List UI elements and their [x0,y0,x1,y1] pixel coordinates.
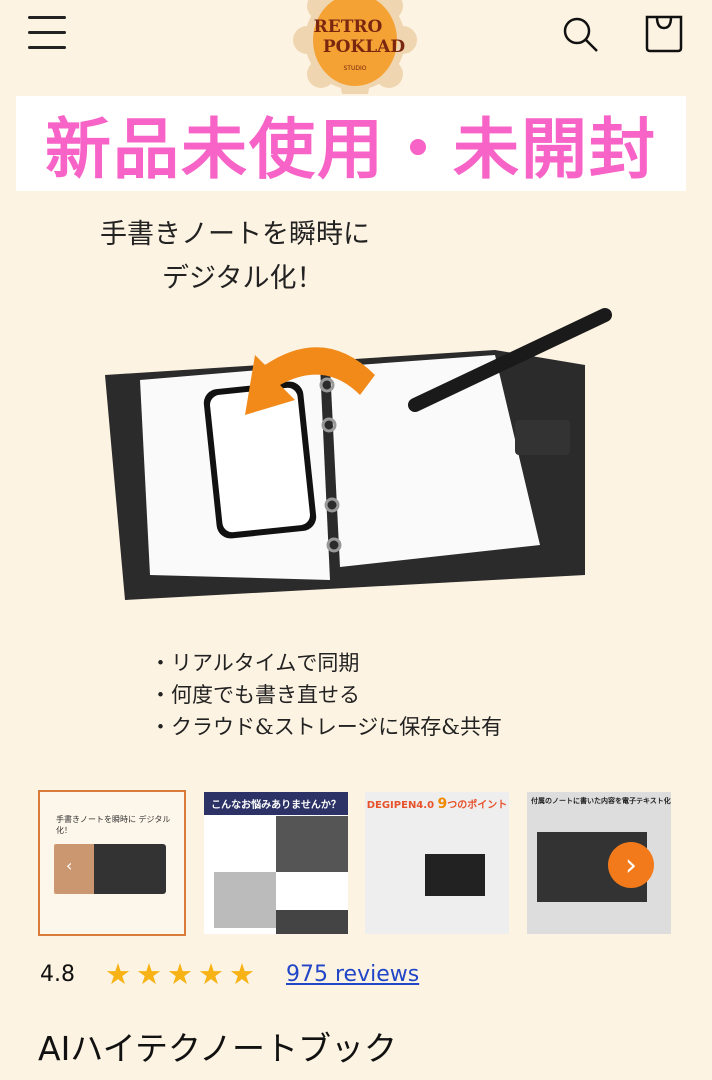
thumbnail-1[interactable]: 手書きノートを瞬時に デジタル化！ ‹ [38,790,186,936]
thumbnail-carousel: 手書きノートを瞬時に デジタル化！ ‹ こんなお悩みありませんか？ DEGIPE… [38,790,680,936]
caption-prefix: DEGIPEN4.0 [366,800,435,811]
svg-text:RETRO: RETRO [314,17,383,37]
rating-row: 4.8 ★★★★★ 975 reviews [40,956,419,992]
notebook-illustration [105,308,612,600]
thumbnail-caption: DEGIPEN4.0 9つのポイント [365,792,509,816]
chevron-left-icon[interactable]: ‹ [66,856,73,875]
reviews-link[interactable]: 975 reviews [286,961,420,987]
rating-score: 4.8 [40,961,75,987]
tagline: 手書きノートを瞬時に デジタル化！ [100,213,370,301]
site-header: RETRO POKLAD STUDIO [0,0,712,95]
hamburger-menu-icon[interactable] [28,16,66,50]
feature-item: ・何度でも書き直せる [150,683,360,707]
tagline-line: 手書きノートを瞬時に [100,219,370,250]
star-rating-icon: ★★★★★ [105,957,260,991]
thumbnail-3[interactable]: DEGIPEN4.0 9つのポイント [365,792,509,934]
product-main-image[interactable]: 新品未使用・未開封 手書きノートを瞬時に デジタル化！ ・リアルタイムで同期 ・… [0,95,712,780]
next-glyph: › [625,847,637,883]
thumbnail-caption: こんなお悩みありませんか？ [204,792,348,815]
shopping-bag-icon[interactable] [644,14,684,54]
caption-suffix: つのポイント [447,800,508,811]
thumbnail-caption: 手書きノートを瞬時に デジタル化！ [56,815,171,835]
search-icon[interactable] [560,14,600,54]
thumbnail-caption: 付属のノートに書いた内容を電子テキスト化 [531,797,671,805]
feature-item: ・クラウド&ストレージに保存&共有 [150,715,502,739]
condition-banner: 新品未使用・未開封 [16,96,686,191]
product-title: AIハイテクノートブック [38,1029,398,1068]
caption-highlight: 9 [437,796,448,812]
feature-list: ・リアルタイムで同期 ・何度でも書き直せる ・クラウド&ストレージに保存&共有 [150,647,502,743]
tagline-line: デジタル化！ [162,263,324,294]
feature-item: ・リアルタイムで同期 [150,651,360,675]
thumbnail-2[interactable]: こんなお悩みありませんか？ [204,792,348,934]
banner-text: 新品未使用・未開封 [45,110,657,188]
svg-text:POKLAD: POKLAD [323,37,406,57]
chevron-right-icon[interactable]: › [608,842,654,888]
retro-poklad-logo[interactable]: RETRO POKLAD STUDIO [290,0,420,94]
svg-text:STUDIO: STUDIO [344,65,367,72]
